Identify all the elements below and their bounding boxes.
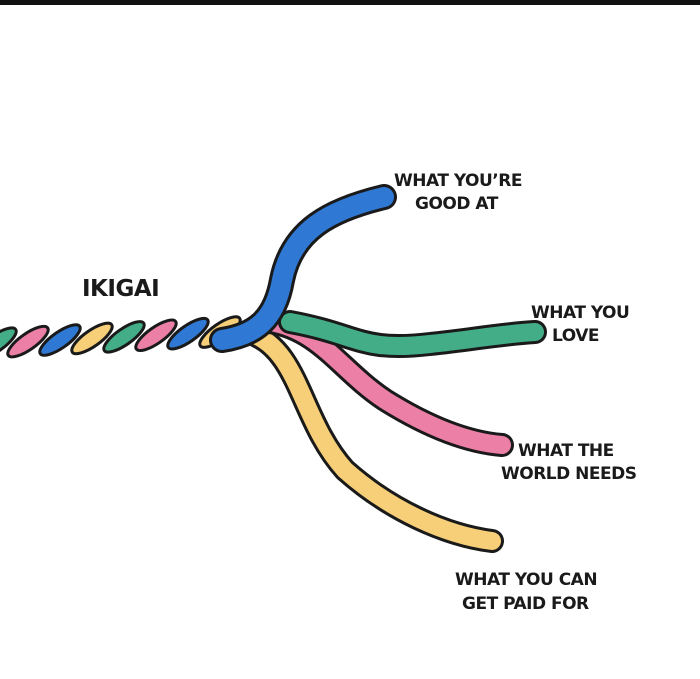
rope-twist-segment xyxy=(102,320,146,354)
diagram-title: IKIGAI xyxy=(82,276,159,302)
rope-twist-segment xyxy=(134,318,178,353)
rope-twist-segment xyxy=(38,323,82,357)
label-good-line-2: GOOD AT xyxy=(415,194,499,214)
label-good-line-1: WHAT YOU’RE xyxy=(394,171,522,191)
rope-twist-segment xyxy=(6,324,50,359)
rope-twist-segment xyxy=(70,321,114,356)
strand-love xyxy=(278,310,547,359)
rope-twist-segment xyxy=(0,326,18,360)
rope-twist-segment xyxy=(166,316,210,351)
label-love-line-2: LOVE xyxy=(552,326,599,346)
label-paid-line-2: GET PAID FOR xyxy=(462,594,589,614)
strand-paid xyxy=(238,321,504,553)
label-love-line-1: WHAT YOU xyxy=(531,303,629,323)
label-paid-line-1: WHAT YOU CAN xyxy=(455,570,597,590)
top-border-bar xyxy=(0,0,700,5)
strand-good xyxy=(209,184,397,353)
label-needs-line-1: WHAT THE xyxy=(518,441,614,461)
label-needs-line-2: WORLD NEEDS xyxy=(501,464,636,484)
